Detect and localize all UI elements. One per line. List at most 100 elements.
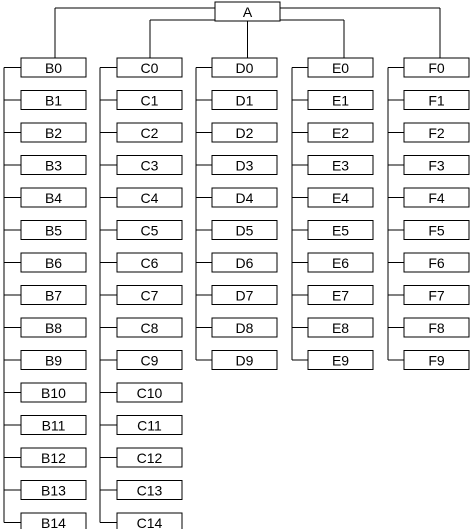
node-e5-label: E5 [332, 223, 349, 239]
node-c12: C12 [116, 447, 183, 468]
node-e1: E1 [307, 90, 374, 110]
node-b13-label: B13 [41, 483, 66, 499]
node-b1: B1 [20, 90, 87, 110]
node-d1-label: D1 [236, 93, 254, 109]
node-f6-label: F6 [428, 255, 445, 271]
node-f3: F3 [403, 155, 470, 175]
node-f4: F4 [403, 187, 470, 208]
node-c7-label: C7 [141, 288, 159, 304]
node-c9: C9 [116, 350, 183, 370]
node-b9-label: B9 [45, 353, 62, 369]
node-b2-label: B2 [45, 125, 62, 141]
node-c1-label: C1 [141, 93, 159, 109]
node-d8: D8 [211, 317, 278, 338]
node-d7-label: D7 [236, 288, 254, 304]
node-b10: B10 [20, 382, 87, 403]
node-e8: E8 [307, 317, 374, 338]
node-b0: B0 [20, 57, 87, 78]
node-c4: C4 [116, 187, 183, 208]
node-c10: C10 [116, 382, 183, 403]
node-e6: E6 [307, 252, 374, 273]
node-b2: B2 [20, 122, 87, 143]
node-b4: B4 [20, 187, 87, 208]
node-e9-label: E9 [332, 353, 349, 369]
node-f6: F6 [403, 252, 470, 273]
node-c13: C13 [116, 480, 183, 500]
node-f3-label: F3 [428, 158, 445, 174]
node-d5-label: D5 [236, 223, 254, 239]
node-d9-label: D9 [236, 353, 254, 369]
node-e4: E4 [307, 187, 374, 208]
node-e3: E3 [307, 155, 374, 175]
node-b9: B9 [20, 350, 87, 370]
node-d1: D1 [211, 90, 278, 110]
node-b3-label: B3 [45, 158, 62, 174]
node-c11-label: C11 [137, 418, 162, 434]
node-d3: D3 [211, 155, 278, 175]
node-e0: E0 [307, 57, 374, 78]
node-b14-label: B14 [41, 515, 66, 529]
node-c6-label: C6 [141, 255, 159, 271]
node-b1-label: B1 [45, 93, 62, 109]
node-c0: C0 [116, 57, 183, 78]
node-c9-label: C9 [141, 353, 159, 369]
node-c11: C11 [116, 415, 183, 435]
node-d4: D4 [211, 187, 278, 208]
node-b3: B3 [20, 155, 87, 175]
node-f2-label: F2 [428, 125, 445, 141]
node-d2: D2 [211, 122, 278, 143]
node-c2: C2 [116, 122, 183, 143]
node-e2: E2 [307, 122, 374, 143]
node-f4-label: F4 [428, 190, 445, 206]
node-b5: B5 [20, 220, 87, 240]
node-e4-label: E4 [332, 190, 349, 206]
node-d6-label: D6 [236, 255, 254, 271]
node-f2: F2 [403, 122, 470, 143]
node-c3: C3 [116, 155, 183, 175]
node-b0-label: B0 [45, 60, 62, 76]
root-node: A [214, 1, 281, 22]
node-b7: B7 [20, 285, 87, 305]
node-e0-label: E0 [332, 60, 349, 76]
node-d9: D9 [211, 350, 278, 370]
node-c10-label: C10 [137, 385, 163, 401]
node-c12-label: C12 [137, 450, 163, 466]
node-f5-label: F5 [428, 223, 445, 239]
node-e6-label: E6 [332, 255, 349, 271]
node-c3-label: C3 [141, 158, 159, 174]
node-d0: D0 [211, 57, 278, 78]
node-f7: F7 [403, 285, 470, 305]
node-f8-label: F8 [428, 320, 445, 336]
node-d7: D7 [211, 285, 278, 305]
node-e8-label: E8 [332, 320, 349, 336]
node-d3-label: D3 [236, 158, 254, 174]
node-c8: C8 [116, 317, 183, 338]
node-b14: B14 [20, 512, 87, 529]
node-b8: B8 [20, 317, 87, 338]
node-f0-label: F0 [428, 60, 445, 76]
node-c8-label: C8 [141, 320, 159, 336]
node-f5: F5 [403, 220, 470, 240]
node-c2-label: C2 [141, 125, 159, 141]
node-f8: F8 [403, 317, 470, 338]
node-c14-label: C14 [137, 515, 163, 529]
root-label: A [243, 4, 253, 20]
node-f1-label: F1 [428, 93, 445, 109]
node-f0: F0 [403, 57, 470, 78]
node-e7-label: E7 [332, 288, 349, 304]
node-f1: F1 [403, 90, 470, 110]
node-b12: B12 [20, 447, 87, 468]
node-b5-label: B5 [45, 223, 62, 239]
node-d5: D5 [211, 220, 278, 240]
node-c5: C5 [116, 220, 183, 240]
node-c13-label: C13 [137, 483, 163, 499]
node-d4-label: D4 [236, 190, 254, 206]
node-c5-label: C5 [141, 223, 159, 239]
node-f7-label: F7 [428, 288, 445, 304]
tree-nodes: B0B1B2B3B4B5B6B7B8B9B10B11B12B13B14C0C1C… [20, 57, 470, 529]
node-b12-label: B12 [41, 450, 66, 466]
node-c0-label: C0 [141, 60, 159, 76]
node-d2-label: D2 [236, 125, 254, 141]
node-c1: C1 [116, 90, 183, 110]
